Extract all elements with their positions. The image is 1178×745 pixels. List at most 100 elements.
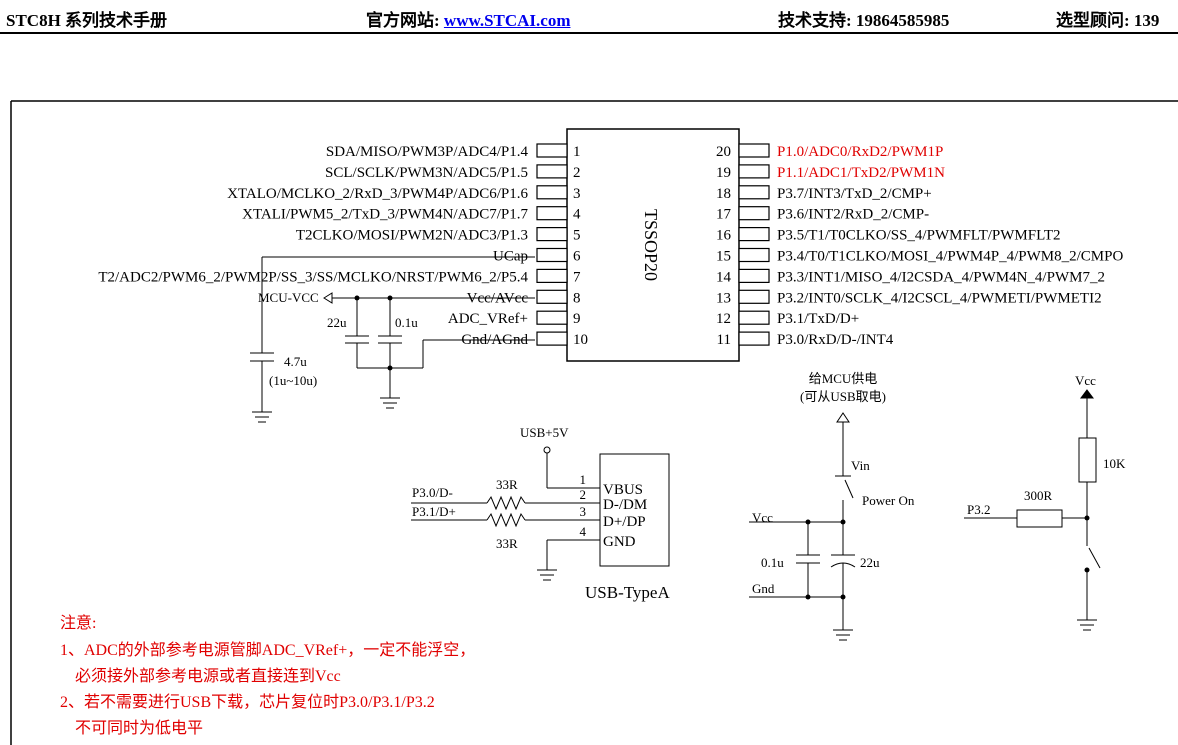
right-pin-number: 19 (716, 165, 731, 181)
usb-pin-number: 3 (580, 504, 587, 519)
left-pin-box (536, 268, 568, 283)
reset-net-label: P3.2 (967, 502, 990, 517)
supply-subtitle: (可从USB取电) (800, 389, 886, 404)
left-pin-number: 4 (573, 207, 581, 223)
reset-vcc-label: Vcc (1075, 373, 1096, 388)
right-pin-number: 16 (716, 228, 732, 244)
right-pin-box (738, 143, 770, 158)
supply-cap-left-label: 0.1u (761, 555, 784, 570)
left-pin-number: 6 (573, 249, 581, 265)
power-on-label: Power On (862, 493, 915, 508)
cap-47u-range: (1u~10u) (269, 373, 317, 388)
left-pin-number: 10 (573, 332, 588, 348)
net-dm-label: P3.0/D- (412, 485, 453, 500)
usb-pin-number: 4 (580, 524, 587, 539)
page-header: STC8H 系列技术手册 官方网站: www.STCAI.com 技术支持: 1… (0, 0, 1178, 30)
left-pin-box (536, 247, 568, 263)
site-label: 官方网站: www.STCAI.com (366, 6, 570, 31)
res-top-label: 33R (496, 477, 518, 492)
left-pin-box (536, 143, 568, 158)
usb-pin-number: 2 (580, 487, 587, 502)
left-pin-number: 9 (573, 311, 581, 327)
ic-name: TSSOP20 (641, 209, 661, 281)
junction (387, 295, 393, 301)
junction (387, 365, 393, 371)
right-pin-number: 14 (716, 269, 732, 285)
net-dp-label: P3.1/D+ (412, 504, 456, 519)
site-link[interactable]: www.STCAI.com (443, 11, 571, 30)
left-pin-box (536, 164, 568, 179)
cap-22u-label: 22u (327, 315, 347, 330)
right-pin-box (738, 310, 770, 325)
reset-pullup-label: 10K (1103, 456, 1126, 471)
doc-title: STC8H 系列技术手册 (6, 11, 168, 30)
right-pin-number: 15 (716, 249, 731, 265)
ic-body (566, 128, 740, 362)
right-pin-label: P1.0/ADC0/RxD2/PWM1P (777, 144, 943, 160)
right-pin-box (738, 331, 770, 346)
usb-pin-label: D+/DP (603, 514, 646, 530)
site-label-text: 官方网站: (366, 11, 440, 30)
junction (1084, 515, 1090, 521)
left-pin-number: 2 (573, 165, 581, 181)
right-pin-box (738, 268, 770, 283)
header-rule (0, 32, 1178, 34)
notes: 注意: 1、ADC的外部参考电源管脚ADC_VRef+，一定不能浮空， 必须接外… (60, 613, 475, 737)
left-pin-number: 1 (573, 144, 581, 160)
left-pin-number: 7 (573, 269, 581, 285)
supply-gnd-label: Gnd (752, 581, 775, 596)
right-pin-box (738, 206, 770, 221)
support-phone: 技术支持: 19864585985 (778, 11, 950, 30)
junction (805, 594, 811, 600)
usb-pin-label: VBUS (603, 482, 643, 498)
left-pin-number: 5 (573, 228, 581, 244)
reset-series-label: 300R (1024, 488, 1053, 503)
right-pin-label: P3.7/INT3/TxD_2/CMP+ (777, 186, 932, 202)
left-pin-box (536, 331, 568, 346)
right-pin-label: P3.1/TxD/D+ (777, 311, 859, 327)
cap-01u-label: 0.1u (395, 315, 418, 330)
notes-line-1: 1、ADC的外部参考电源管脚ADC_VRef+，一定不能浮空， (60, 641, 475, 659)
right-pin-label: P3.2/INT0/SCLK_4/I2CSCL_4/PWMETI/PWMETI2 (777, 290, 1102, 306)
left-pin-box (536, 227, 568, 242)
right-pin-number: 13 (716, 290, 731, 306)
left-pin-label: ADC_VRef+ (448, 311, 528, 327)
supply-circuit (749, 412, 856, 641)
junction (840, 519, 846, 525)
junction (840, 594, 846, 600)
res-bottom-label: 33R (496, 536, 518, 551)
notes-line-2: 必须接外部参考电源或者直接连到Vcc (75, 667, 341, 685)
right-pin-number: 12 (716, 311, 731, 327)
right-pin-box (738, 164, 770, 179)
supply-title: 给MCU供电 (809, 371, 878, 386)
left-pins: 1SDA/MISO/PWM3P/ADC4/P1.42SCL/SCLK/PWM3N… (98, 143, 588, 348)
right-pin-box (738, 185, 770, 200)
usb-supply-label: USB+5V (520, 425, 569, 440)
right-pin-number: 18 (716, 186, 731, 202)
usb-connector-name: USB-TypeA (585, 583, 670, 602)
right-pin-label: P3.0/RxD/D-/INT4 (777, 332, 894, 348)
cap-47u-label: 4.7u (284, 354, 307, 369)
right-pin-box (738, 289, 770, 304)
right-pin-label: P1.1/ADC1/TxD2/PWM1N (777, 165, 945, 181)
left-pin-label: XTALI/PWM5_2/TxD_3/PWM4N/ADC7/P1.7 (242, 207, 528, 223)
supply-cap-right-label: 22u (860, 555, 880, 570)
advisor-phone: 选型顾问: 139 (1056, 11, 1160, 30)
left-pin-box (536, 310, 568, 325)
right-pin-box (738, 247, 770, 263)
right-pin-number: 17 (716, 207, 732, 223)
usb-circuit (411, 446, 670, 581)
mcu-vcc-label: MCU-VCC (258, 290, 319, 305)
left-pin-label: SDA/MISO/PWM3P/ADC4/P1.4 (326, 144, 529, 160)
notes-line-4: 不可同时为低电平 (75, 719, 203, 737)
decoupling-network (250, 256, 535, 423)
right-pin-label: P3.3/INT1/MISO_4/I2CSDA_4/PWM4N_4/PWM7_2 (777, 269, 1105, 285)
notes-title: 注意: (60, 613, 96, 632)
supply-vcc-label: Vcc (752, 510, 773, 525)
right-pin-label: P3.6/INT2/RxD_2/CMP- (777, 207, 929, 223)
left-pin-box (536, 185, 568, 200)
left-pin-box (536, 206, 568, 221)
left-pin-number: 3 (573, 186, 581, 202)
usb-pin-label: D-/DM (603, 497, 647, 513)
